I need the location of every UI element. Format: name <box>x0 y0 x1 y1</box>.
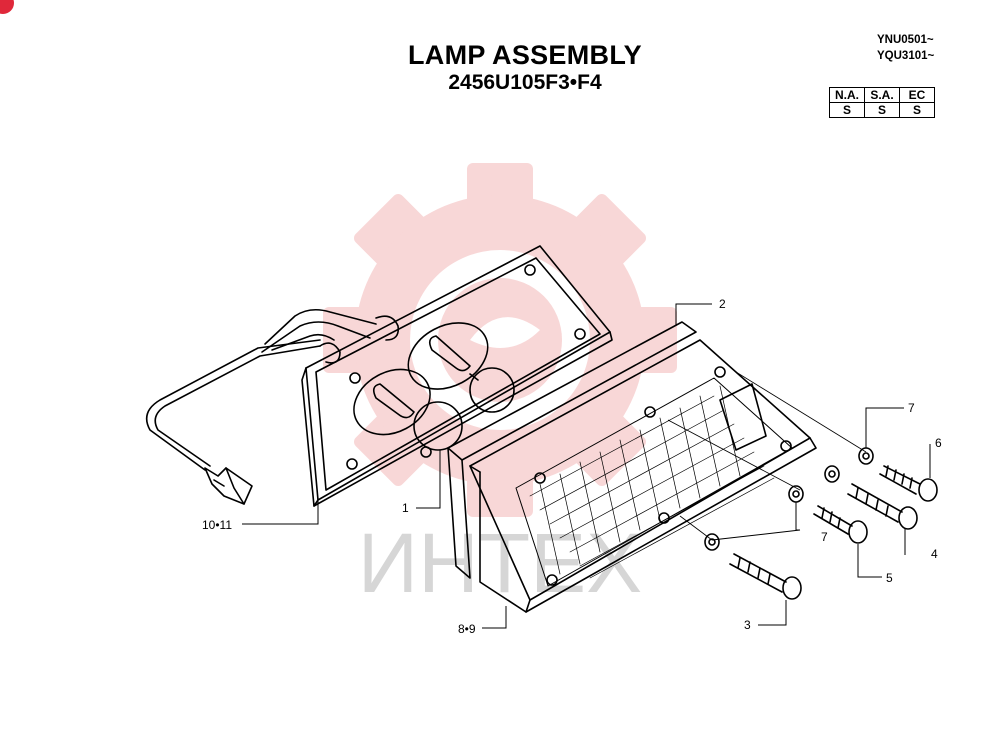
wire-connector <box>204 467 253 505</box>
callout-8-9: 8•9 <box>458 622 476 636</box>
washer-c <box>788 485 804 503</box>
bulb-upper <box>428 335 515 413</box>
serial-yqu: YQU3101~ <box>877 50 935 62</box>
callout-7-top: 7 <box>908 401 915 415</box>
callout-1: 1 <box>402 501 409 515</box>
assembly-part-number: 2456U105F3•F4 <box>448 71 602 94</box>
callout-3: 3 <box>744 618 751 632</box>
callout-7-bottom: 7 <box>821 530 828 544</box>
screw-3 <box>729 553 802 600</box>
watermark-gear-logo <box>323 163 677 517</box>
region-value-ec: S <box>899 102 935 118</box>
bulb-lower <box>372 383 463 451</box>
lamp-housing-plate <box>301 245 613 507</box>
corner-badge <box>0 0 14 14</box>
region-availability-table: N.A. S.A. EC S S S <box>829 87 935 118</box>
region-header-ec: EC <box>899 87 935 103</box>
callout-4: 4 <box>931 547 938 561</box>
page-title: LAMP ASSEMBLY <box>408 40 642 70</box>
washer-d <box>704 533 720 551</box>
washer-a <box>858 447 874 465</box>
title-block: LAMP ASSEMBLY 2456U105F3•F4 <box>325 40 725 96</box>
region-value-row: S S S <box>829 102 935 118</box>
callout-2: 2 <box>719 297 726 311</box>
callout-6: 6 <box>935 436 942 450</box>
lens-grid-pattern <box>529 385 775 579</box>
region-header-row: N.A. S.A. EC <box>829 87 935 103</box>
lamp-gasket <box>447 321 697 579</box>
serial-ynu: YNU0501~ <box>877 34 934 46</box>
screw-5 <box>813 505 868 544</box>
washer-b <box>824 465 840 483</box>
screw-4 <box>847 483 918 530</box>
leader-lines <box>242 303 931 629</box>
wire-harness <box>145 308 400 471</box>
screw-6 <box>879 465 938 502</box>
serial-range: YNU0501~ YQU3101~ <box>877 32 934 64</box>
callout-10-11: 10•11 <box>202 518 233 532</box>
callout-5: 5 <box>886 571 893 585</box>
